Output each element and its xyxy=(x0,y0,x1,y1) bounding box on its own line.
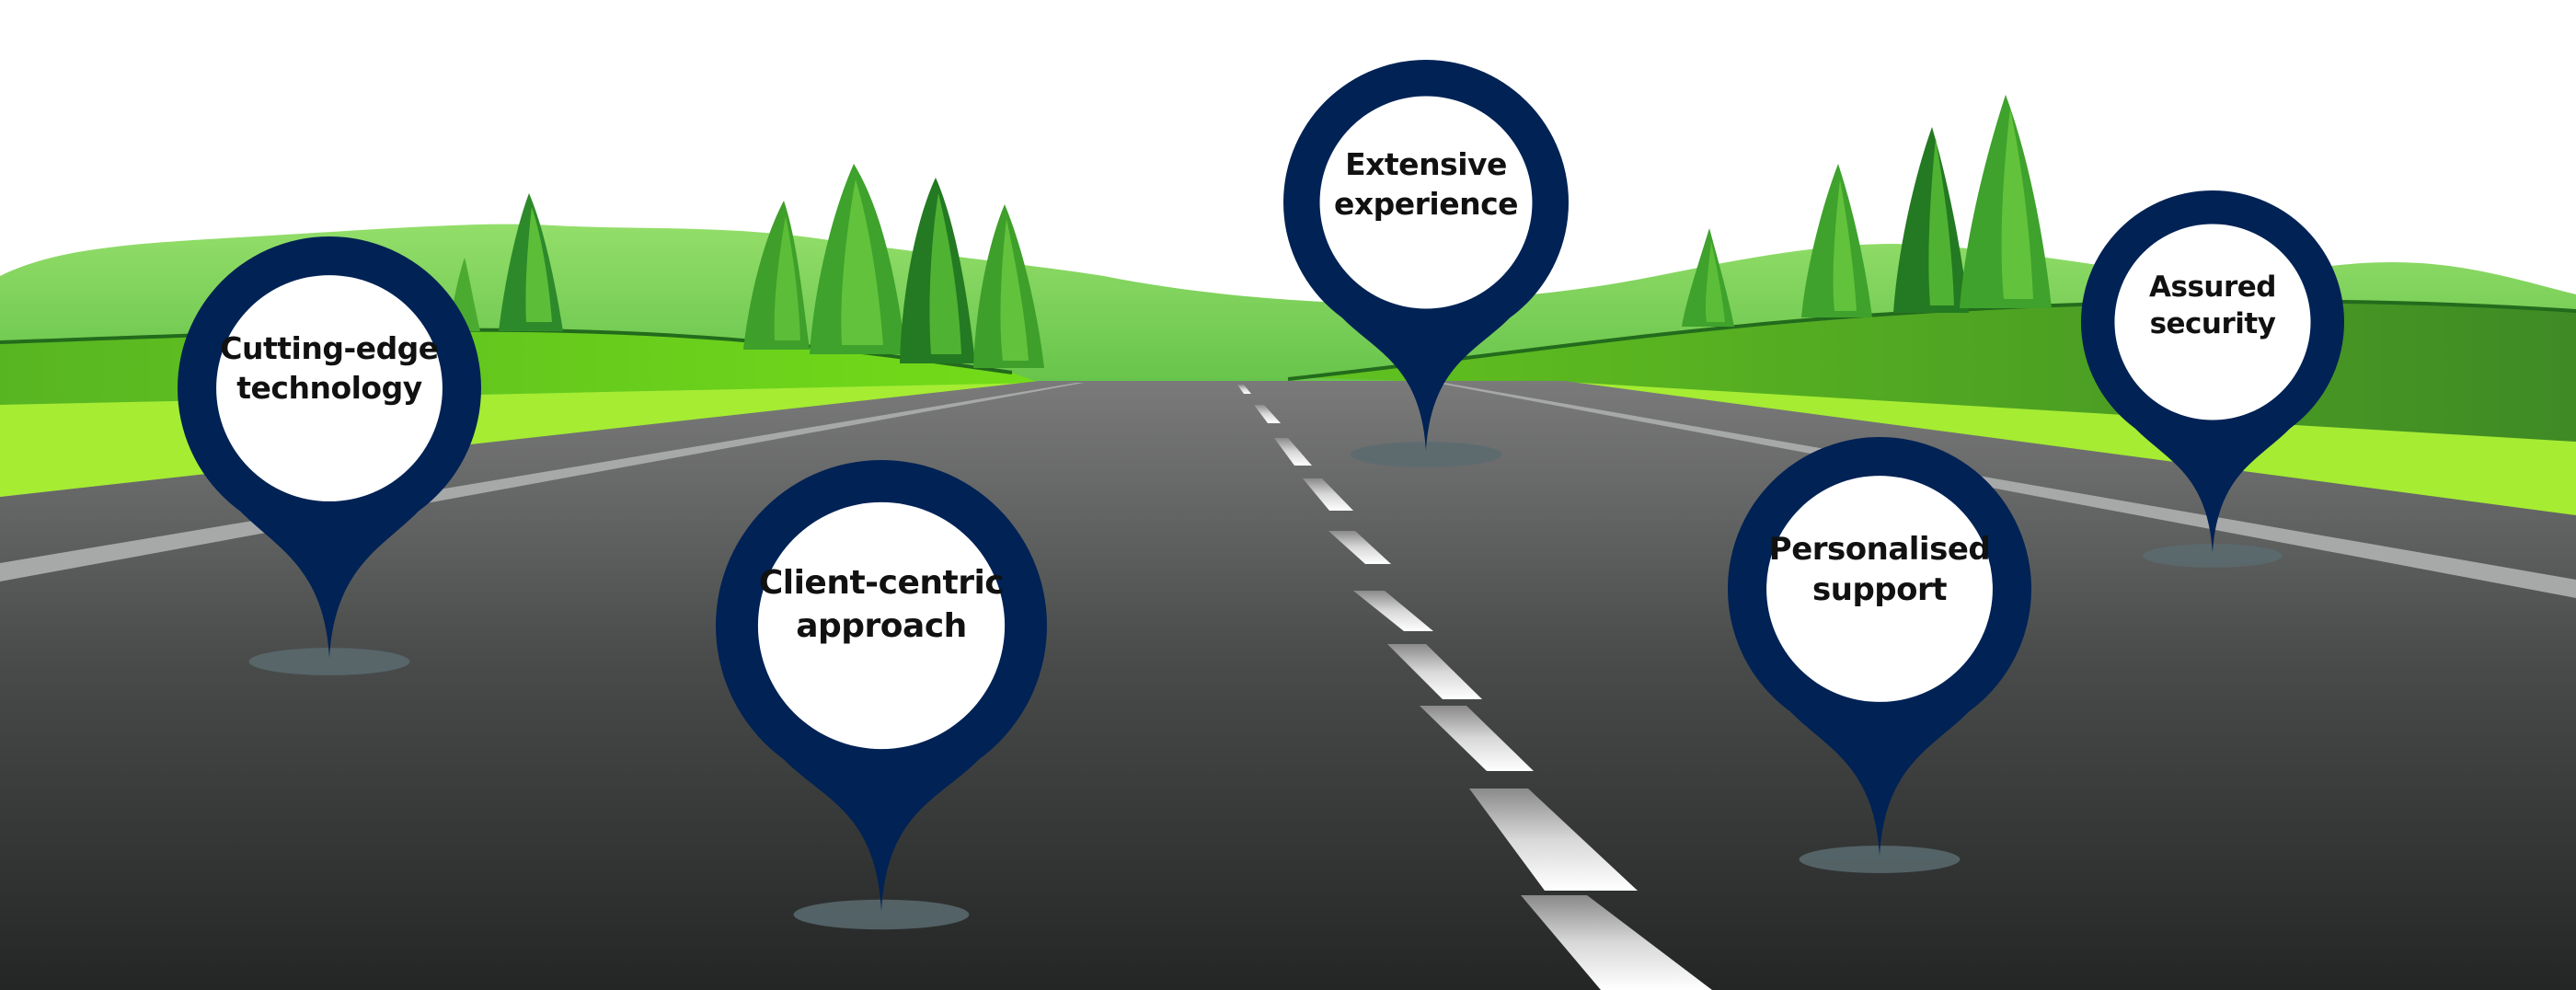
center-dashes xyxy=(1237,385,1712,990)
center-dash xyxy=(1521,895,1712,990)
pin-inner-circle xyxy=(2114,224,2311,420)
pin-label-line: Personalised xyxy=(1768,531,1991,569)
pin-label-line: approach xyxy=(796,606,967,645)
center-dash xyxy=(1328,531,1391,564)
tree xyxy=(1833,179,1857,311)
tree xyxy=(525,207,552,322)
tree xyxy=(2001,109,2033,299)
trees xyxy=(449,95,2052,368)
tree xyxy=(1000,219,1029,361)
pin-inner-circle xyxy=(1766,476,1993,702)
pins xyxy=(177,59,2344,930)
pin-label-line: Extensive xyxy=(1345,145,1507,182)
pin-shadow xyxy=(2143,544,2283,568)
center-dash xyxy=(1469,789,1638,891)
tree xyxy=(841,179,883,345)
tree xyxy=(1705,241,1725,322)
pin-inner-circle xyxy=(1319,96,1533,309)
road-right-edge-line xyxy=(1435,383,2576,598)
pin-cutting-edge-technology[interactable] xyxy=(177,236,481,675)
pin-personalised-support[interactable] xyxy=(1727,437,2031,873)
pin-shadow xyxy=(1799,846,1961,873)
pin-client-centric-approach[interactable] xyxy=(716,460,1048,930)
pin-label-line: security xyxy=(2149,307,2276,341)
pin-shadow xyxy=(1350,442,1502,467)
pin-extensive-experience[interactable] xyxy=(1282,59,1569,467)
pin-assured-security[interactable] xyxy=(2080,190,2344,568)
center-dash xyxy=(1274,438,1312,466)
pin-label-line: experience xyxy=(1333,185,1519,222)
pin-label-line: Client-centric xyxy=(758,563,1005,602)
pin-shadow xyxy=(793,899,970,930)
center-dash xyxy=(1353,591,1433,631)
pin-label-line: support xyxy=(1812,571,1948,609)
pin-label-line: technology xyxy=(236,370,422,407)
pin-inner-circle xyxy=(216,275,443,501)
tree xyxy=(774,216,800,340)
tree xyxy=(1928,138,1954,305)
center-dash xyxy=(1237,385,1251,394)
pin-label-line: Assured xyxy=(2149,270,2276,304)
center-dash xyxy=(1254,405,1281,423)
center-dash xyxy=(1420,706,1534,771)
pin-shadow xyxy=(248,648,410,675)
pin-label-client-centric-approach: Client-centric approach xyxy=(757,535,1006,675)
pin-inner-circle xyxy=(757,501,1006,750)
center-dash xyxy=(1387,644,1482,699)
center-dash xyxy=(1303,478,1353,511)
tree xyxy=(929,193,961,354)
pin-label-line: Cutting-edge xyxy=(220,330,439,367)
